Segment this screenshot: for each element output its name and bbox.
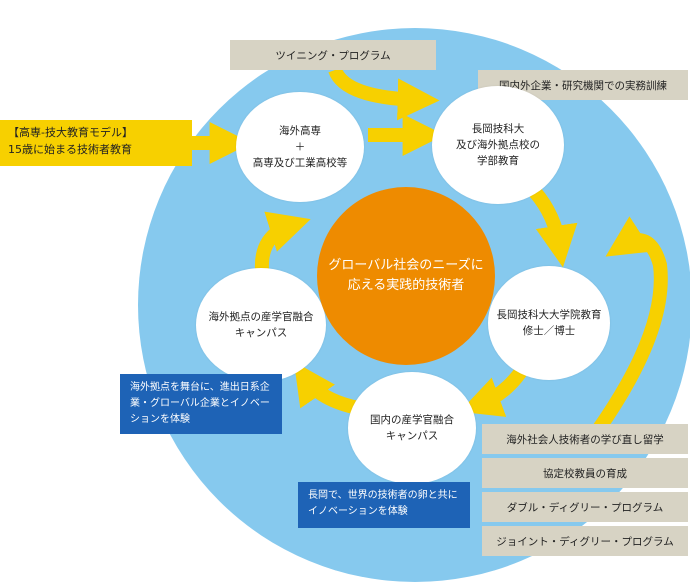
node-domestic-line2: キャンパス (385, 430, 439, 442)
node-nagaoka-line1: 長岡技科大 (471, 123, 525, 135)
node-graduate-line1: 長岡技科大大学院教育 (496, 309, 602, 321)
right-box-joint-degree: ジョイント・ディグリー・プログラム (482, 526, 688, 556)
overseas-note-box: 海外拠点を舞台に、進出日系企 業・グローバル企業とイノベー ションを体験 (120, 374, 282, 434)
right-box-joint-degree-label: ジョイント・ディグリー・プログラム (496, 535, 674, 548)
arrow-nagaoka-to-graduate (529, 187, 578, 268)
overseas-note-line1: 海外拠点を舞台に、進出日系企 (130, 382, 270, 393)
domestic-note-box: 長岡で、世界の技術者の卵と共に イノベーションを体験 (298, 482, 470, 528)
overseas-note-line3: ションを体験 (130, 414, 190, 425)
right-box-faculty-training-label: 協定校教員の育成 (543, 467, 627, 480)
twinning-program-box: ツイニング・プログラム (230, 40, 436, 70)
right-box-relearning: 海外社会人技術者の学び直し留学 (482, 424, 688, 454)
node-graduate-line2: 修士／博士 (522, 325, 576, 337)
right-box-faculty-training: 協定校教員の育成 (482, 458, 688, 488)
arrow-relearn-to-graduate (592, 216, 668, 435)
kosen-model-subtitle: 15歳に始まる技術者教育 (8, 143, 132, 156)
center-goal: グローバル社会のニーズに 応える実践的技術者 (317, 187, 495, 365)
arrow-graduate-to-domestic (459, 365, 528, 417)
node-domestic-line1: 国内の産学官融合 (370, 414, 454, 426)
domestic-note-line2: イノベーションを体験 (308, 506, 408, 517)
node-nagaoka-line3: 学部教育 (477, 155, 519, 167)
right-box-double-degree: ダブル・ディグリー・プログラム (482, 492, 688, 522)
node-kosen-line2: ＋ (294, 141, 306, 153)
node-nagaoka-line2: 及び海外拠点校の (456, 139, 540, 151)
kosen-model-box: 【高専-技大教育モデル】 15歳に始まる技術者教育 (0, 120, 192, 166)
arrow-twinning-to-nagaoka (328, 66, 440, 121)
node-nagaoka: 長岡技科大 及び海外拠点校の 学部教育 (432, 86, 564, 204)
overseas-note-line2: 業・グローバル企業とイノベー (130, 398, 270, 409)
center-goal-line2: 応える実践的技術者 (347, 278, 465, 293)
center-goal-line1: グローバル社会のニーズに (328, 258, 484, 273)
right-box-double-degree-label: ダブル・ディグリー・プログラム (506, 501, 664, 514)
arrow-domestic-to-overseas (293, 361, 360, 415)
node-overseas-line1: 海外拠点の産学官融合 (208, 311, 314, 323)
internship-label: 国内外企業・研究機関での実務訓練 (499, 79, 667, 92)
twinning-program-label: ツイニング・プログラム (275, 49, 391, 62)
node-overseas-line2: キャンパス (234, 327, 288, 339)
node-domestic-campus: 国内の産学官融合 キャンパス (348, 372, 476, 484)
kosen-model-title: 【高専-技大教育モデル】 (8, 126, 133, 139)
arrow-overseas-to-kosen (254, 211, 311, 271)
domestic-note-line1: 長岡で、世界の技術者の卵と共に (308, 490, 458, 501)
node-kosen-line3: 高専及び工業高校等 (252, 157, 348, 169)
node-kosen-line1: 海外高専 (279, 125, 321, 137)
node-kosen: 海外高専 ＋ 高専及び工業高校等 (236, 92, 364, 202)
right-box-relearning-label: 海外社会人技術者の学び直し留学 (506, 433, 664, 446)
node-graduate: 長岡技科大大学院教育 修士／博士 (488, 266, 610, 380)
node-overseas-campus: 海外拠点の産学官融合 キャンパス (196, 268, 326, 382)
